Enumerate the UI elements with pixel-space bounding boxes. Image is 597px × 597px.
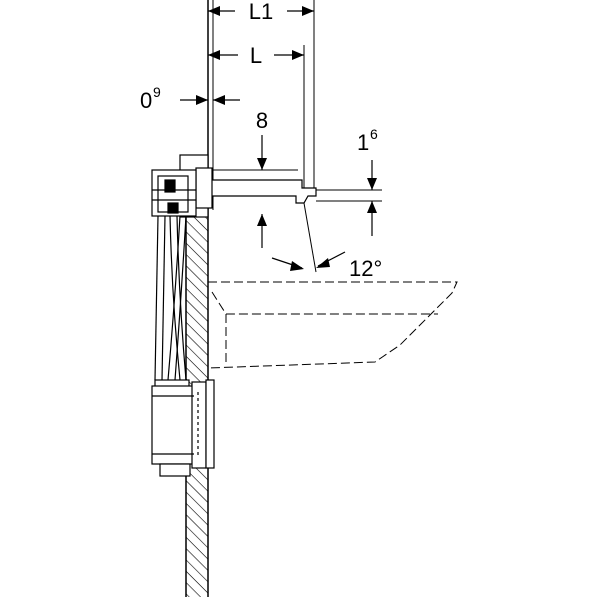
hoses [154,215,187,381]
dimension-spout-offset: 1 6 [316,126,382,236]
dimension-height-label: 8 [256,108,268,133]
dimension-l: L [208,43,304,68]
wall [185,0,209,597]
dimension-spout-offset-sup: 6 [370,126,378,142]
dimension-spout-offset-label: 1 [357,130,369,155]
mounting-box-upper [151,154,213,218]
dimension-l1: L1 [208,0,314,24]
mounting-box-lower [151,379,215,477]
reference-lines [212,0,315,210]
dimension-wall-gap-label: 0 [140,88,152,113]
basin [207,281,458,369]
dimension-angle: 12° [271,251,382,281]
spout [207,179,317,273]
dimension-height: 8 [212,108,298,248]
dimension-wall-gap: 0 9 [140,84,240,113]
dimension-l1-label: L1 [249,0,273,24]
dimension-angle-label: 12° [349,256,382,281]
dimension-wall-gap-sup: 9 [153,84,161,100]
dimension-l-label: L [250,43,262,68]
